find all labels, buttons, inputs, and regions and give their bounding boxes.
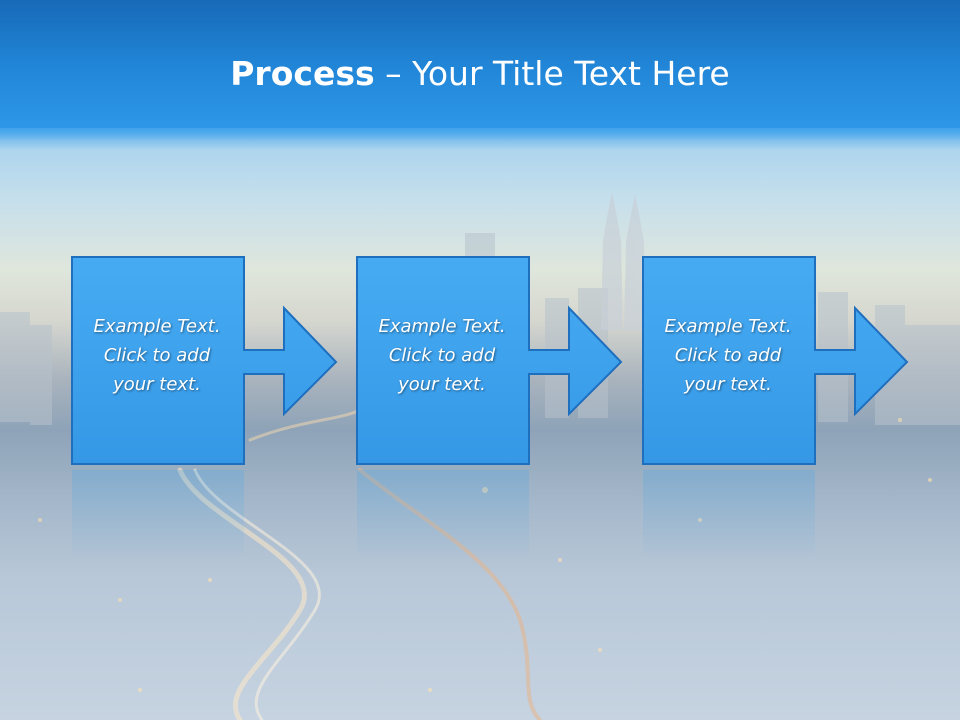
slide-title[interactable]: Process – Your Title Text Here xyxy=(0,50,960,98)
process-step-3[interactable]: Example Text. Click to add your text. xyxy=(642,256,909,468)
step-text[interactable]: Example Text. Click to add your text. xyxy=(71,312,243,399)
title-band xyxy=(0,0,960,150)
step-1-reflection xyxy=(72,470,244,560)
step-text[interactable]: Example Text. Click to add your text. xyxy=(356,312,528,399)
step-3-reflection xyxy=(643,470,815,560)
step-text-line: Click to add xyxy=(103,345,211,366)
process-step-2[interactable]: Example Text. Click to add your text. xyxy=(356,256,623,468)
title-bold-part: Process xyxy=(230,54,375,93)
title-rest-part: – Your Title Text Here xyxy=(374,54,730,93)
step-2-reflection xyxy=(357,470,529,560)
step-text-line: your text. xyxy=(684,374,772,395)
arrow-box-shape xyxy=(642,256,909,465)
step-text-line: Click to add xyxy=(388,345,496,366)
step-text-line: Example Text. xyxy=(378,316,506,337)
step-text-line: your text. xyxy=(113,374,201,395)
step-text-line: your text. xyxy=(398,374,486,395)
step-text-line: Click to add xyxy=(674,345,782,366)
arrow-box-shape xyxy=(356,256,623,465)
arrow-box-shape xyxy=(71,256,338,465)
process-step-1[interactable]: Example Text. Click to add your text. xyxy=(71,256,338,468)
step-text-line: Example Text. xyxy=(664,316,792,337)
step-text-line: Example Text. xyxy=(93,316,221,337)
step-text[interactable]: Example Text. Click to add your text. xyxy=(642,312,814,399)
